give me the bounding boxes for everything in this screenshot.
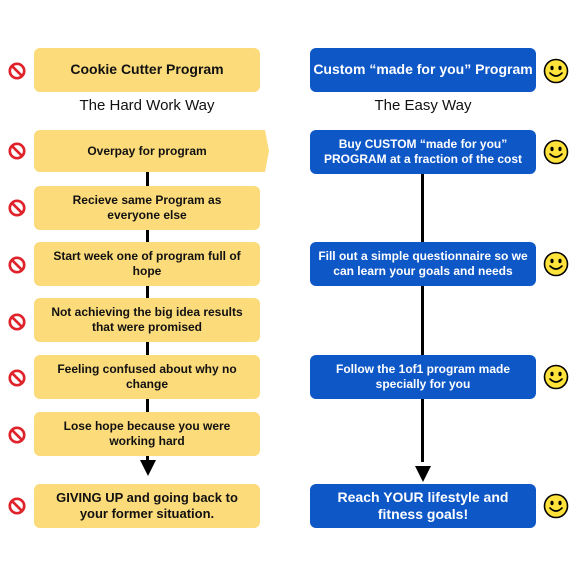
right-step-text: Follow the 1of1 program made specially f… bbox=[335, 362, 511, 391]
no-entry-icon bbox=[8, 256, 26, 274]
left-step-6: Lose hope because you were working hard bbox=[34, 412, 260, 456]
right-step-text: Reach YOUR lifestyle and fitness goals! bbox=[337, 488, 509, 523]
right-header-text: Custom “made for you” Program bbox=[313, 61, 533, 78]
right-step-1: Buy CUSTOM “made for you” PROGRAM at a f… bbox=[310, 130, 536, 174]
right-step-3: Follow the 1of1 program made specially f… bbox=[310, 355, 536, 399]
left-subtitle: The Hard Work Way bbox=[79, 97, 215, 114]
right-step-text: Buy CUSTOM “made for you” PROGRAM at a f… bbox=[323, 137, 523, 166]
right-step-4: Reach YOUR lifestyle and fitness goals! bbox=[310, 484, 536, 528]
right-step-2: Fill out a simple questionnaire so we ca… bbox=[310, 242, 536, 286]
left-step-4: Not achieving the big idea results that … bbox=[34, 298, 260, 342]
right-arrow-head bbox=[415, 466, 431, 482]
no-entry-icon bbox=[8, 369, 26, 387]
left-step-5: Feeling confused about why no change bbox=[34, 355, 260, 399]
left-step-1: Overpay for program bbox=[34, 130, 260, 172]
left-step-3: Start week one of program full of hope bbox=[34, 242, 260, 286]
smiley-face-icon bbox=[543, 364, 569, 390]
no-entry-icon bbox=[8, 62, 26, 80]
no-entry-icon bbox=[8, 142, 26, 160]
left-arrow-head bbox=[140, 460, 156, 476]
left-header-box: Cookie Cutter Program bbox=[34, 48, 260, 92]
left-step-1-pointer bbox=[259, 130, 269, 172]
left-step-text: Lose hope because you were working hard bbox=[63, 419, 231, 448]
left-step-7: GIVING UP and going back to your former … bbox=[34, 484, 260, 528]
left-step-text: GIVING UP and going back to your former … bbox=[56, 489, 238, 521]
right-subtitle: The Easy Way bbox=[374, 97, 472, 114]
left-header-text: Cookie Cutter Program bbox=[70, 61, 224, 78]
smiley-face-icon bbox=[543, 139, 569, 165]
left-step-2: Recieve same Program as everyone else bbox=[34, 186, 260, 230]
left-step-text: Start week one of program full of hope bbox=[53, 249, 241, 278]
right-step-text: Fill out a simple questionnaire so we ca… bbox=[318, 249, 528, 278]
left-step-text: Not achieving the big idea results that … bbox=[51, 305, 243, 334]
smiley-face-icon bbox=[543, 58, 569, 84]
left-step-text: Overpay for program bbox=[87, 143, 207, 158]
smiley-face-icon bbox=[543, 493, 569, 519]
left-step-text: Feeling confused about why no change bbox=[57, 362, 237, 391]
no-entry-icon bbox=[8, 313, 26, 331]
left-step-text: Recieve same Program as everyone else bbox=[72, 193, 222, 222]
no-entry-icon bbox=[8, 199, 26, 217]
right-header-box: Custom “made for you” Program bbox=[310, 48, 536, 92]
right-connector-line bbox=[421, 172, 424, 462]
no-entry-icon bbox=[8, 497, 26, 515]
smiley-face-icon bbox=[543, 251, 569, 277]
no-entry-icon bbox=[8, 426, 26, 444]
